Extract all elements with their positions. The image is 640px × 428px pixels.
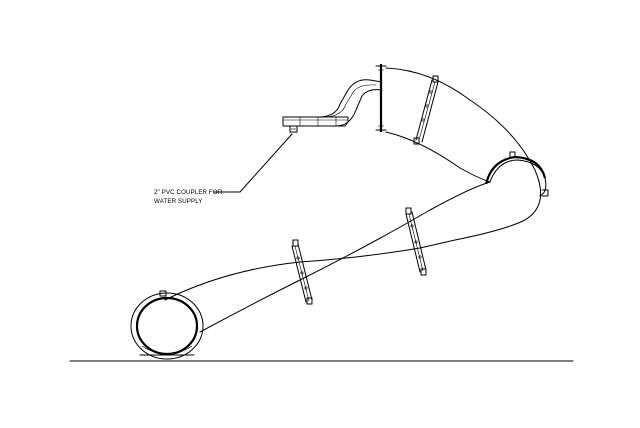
clamp-band-top bbox=[413, 75, 439, 145]
water-supply-platform bbox=[282, 64, 387, 132]
exit-opening bbox=[130, 290, 204, 360]
clamp-band-middle-left bbox=[291, 239, 313, 305]
slide-tube bbox=[164, 67, 549, 333]
callout-leader bbox=[213, 133, 293, 193]
callout-label-line-1: 2" PVC COUPLER FOR bbox=[154, 189, 223, 196]
callout-label-line-2: WATER SUPPLY bbox=[154, 198, 203, 205]
clamp-band-middle-right bbox=[405, 207, 427, 276]
pvc-coupler bbox=[289, 125, 298, 133]
